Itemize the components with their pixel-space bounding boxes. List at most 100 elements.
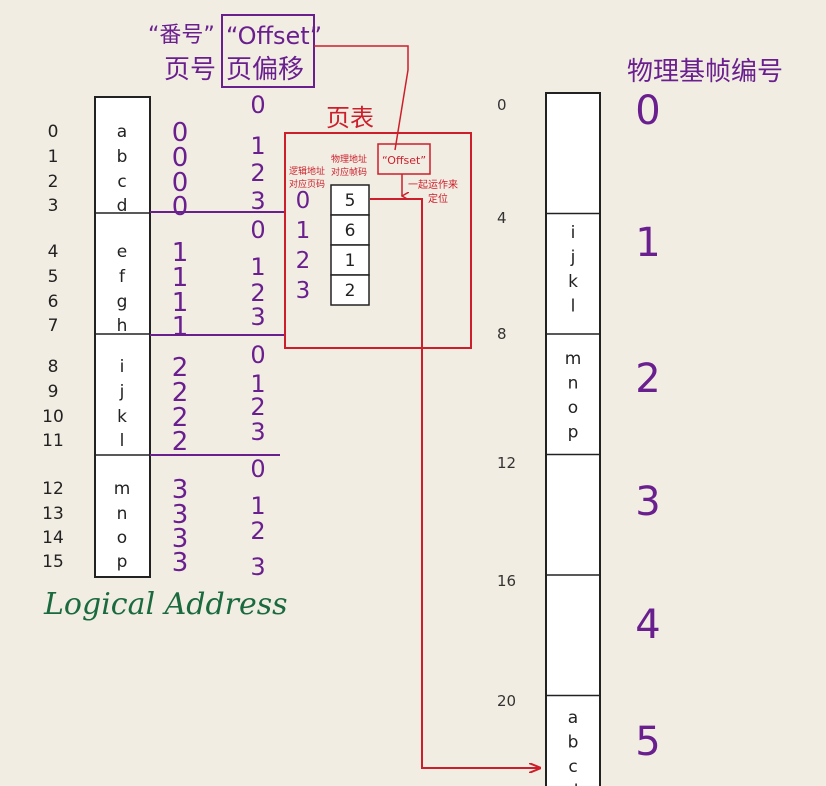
- offset-value: 3: [250, 553, 265, 581]
- offset-value: 2: [250, 279, 265, 307]
- page-table-frame-value: 1: [345, 251, 356, 271]
- physical-frame-number: 4: [635, 602, 660, 648]
- logical-memory-cell: f: [119, 267, 126, 287]
- physical-address: 4: [497, 209, 507, 227]
- logical-address: 4: [48, 242, 59, 262]
- physical-frame-number: 5: [635, 719, 660, 765]
- offset-value: 0: [250, 455, 265, 483]
- logical-address: 2: [48, 172, 59, 192]
- page-table-frames: 5 6 1 2: [330, 184, 370, 306]
- page-number-value: 0: [172, 143, 189, 173]
- page-table-frame-value: 5: [345, 191, 356, 211]
- logical-address: 6: [48, 292, 59, 312]
- physical-memory-cell: b: [568, 733, 579, 753]
- physical-memory-cell: n: [568, 374, 579, 394]
- page-table: 页表 逻辑地址 对应页码 物理地址 对应帧码 “Offset” 一起运作来 定位…: [284, 104, 472, 349]
- page-table-frame-cell: [330, 214, 370, 246]
- logical-memory-cell: o: [117, 528, 127, 548]
- logical-address: 11: [42, 431, 64, 451]
- physical-memory-cell: p: [568, 423, 579, 443]
- logical-memory-cell: k: [117, 407, 127, 427]
- logical-memory-cell: p: [117, 552, 128, 572]
- page-number-value: 3: [172, 475, 189, 505]
- offset-desc-2: 定位: [428, 192, 448, 205]
- physical-memory-box: [545, 92, 601, 786]
- physical-address: 20: [497, 692, 516, 710]
- physical-memory-cell: j: [570, 248, 576, 268]
- physical-memory-cell: d: [568, 782, 579, 786]
- physical-memory-cell: o: [568, 398, 578, 418]
- page-table-indices: 0 1 2 3: [296, 188, 311, 304]
- physical-address: 0: [497, 96, 507, 114]
- page-number-quote: “番号”: [148, 23, 215, 48]
- logical-memory-cell: b: [117, 147, 128, 167]
- page-table-col-physical-2: 对应帧码: [331, 166, 367, 178]
- offset-note-box: [377, 143, 431, 175]
- physical-address: 12: [497, 454, 516, 472]
- logical-memory-cell: g: [117, 292, 128, 312]
- page-table-frame: [284, 132, 472, 349]
- page-table-index: 2: [296, 248, 311, 274]
- physical-frame-number: 0: [635, 88, 660, 134]
- offset-label: 页偏移: [226, 55, 304, 85]
- physical-memory-cell: l: [571, 297, 576, 317]
- physical-address: 8: [497, 325, 507, 343]
- offset-value: 0: [250, 216, 265, 244]
- page-number-value: 1: [172, 238, 189, 268]
- page-table-index: 0: [296, 188, 311, 214]
- logical-memory-cell: h: [117, 316, 128, 336]
- logical-address: 3: [48, 196, 59, 216]
- logical-address: 14: [42, 528, 64, 548]
- offset-value: 2: [250, 159, 265, 187]
- page-number-value: 1: [172, 263, 189, 293]
- logical-address: 0: [48, 122, 59, 142]
- physical-frame-number: 1: [635, 220, 660, 266]
- page-table-frame-value: 2: [345, 281, 356, 301]
- page-table-index: 1: [296, 218, 311, 244]
- page-separators: [150, 211, 285, 456]
- offset-value: 3: [250, 187, 265, 215]
- page-number-value: 2: [172, 403, 189, 433]
- page-table-col-logical-1: 逻辑地址: [289, 165, 325, 177]
- logical-address: 13: [42, 504, 64, 524]
- page-table-index: 3: [296, 278, 311, 304]
- physical-frame-numbers: 0 1 2 3 4 5: [635, 88, 660, 765]
- logical-address-caption: Logical Address: [43, 587, 288, 622]
- physical-memory-cell: m: [565, 349, 582, 369]
- physical-memory-cell: i: [571, 223, 576, 243]
- page-number-value: 1: [172, 312, 189, 342]
- logical-memory: [94, 96, 151, 578]
- offset-quote: “Offset”: [226, 22, 322, 50]
- page-number-value: 0: [172, 118, 189, 148]
- physical-memory-cell: k: [568, 272, 578, 292]
- page-table-col-logical-2: 对应页码: [289, 178, 325, 190]
- logical-address: 12: [42, 479, 64, 499]
- offset-value: 3: [250, 303, 265, 331]
- page-table-frame-value: 6: [345, 221, 356, 241]
- page-number-value: 2: [172, 378, 189, 408]
- logical-address: 9: [48, 382, 59, 402]
- logical-address: 5: [48, 267, 59, 287]
- physical-letters: ijklmnopabcd: [565, 223, 582, 786]
- offset-value: 1: [250, 132, 265, 160]
- page-number-value: 2: [172, 353, 189, 383]
- page-table-frame-cell: [330, 274, 370, 306]
- physical-memory-cell: c: [568, 757, 577, 777]
- offset-value: 2: [250, 393, 265, 421]
- offset-desc-1: 一起运作来: [408, 179, 458, 191]
- offset-value: 0: [250, 341, 265, 369]
- logical-address: 1: [48, 147, 59, 167]
- page-table-col-physical-1: 物理地址: [331, 153, 367, 165]
- physical-frame-number: 2: [635, 356, 660, 402]
- logical-memory-cell: i: [120, 357, 125, 377]
- page-number-value: 1: [172, 288, 189, 318]
- page-number-value: 3: [172, 524, 189, 554]
- offset-value: 0: [250, 91, 265, 119]
- physical-frame-number: 3: [635, 479, 660, 525]
- page-number-value: 0: [172, 168, 189, 198]
